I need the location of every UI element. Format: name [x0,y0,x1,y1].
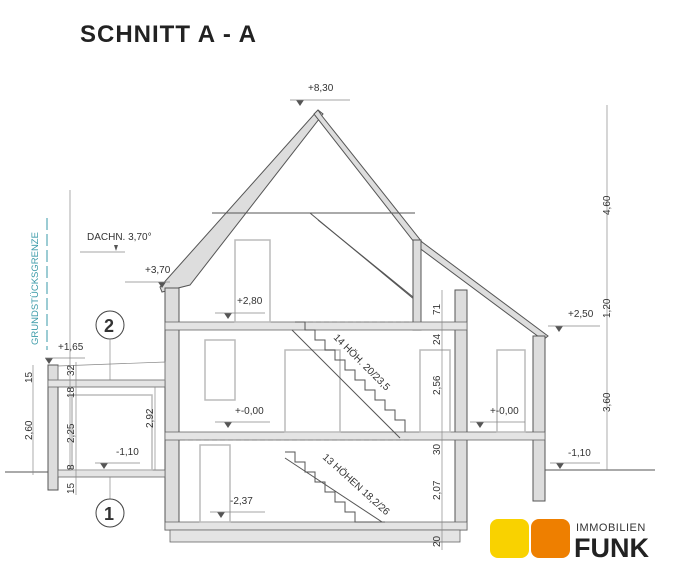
drawing-title: SCHNITT A - A [80,21,257,48]
level-triangle-icon [158,282,166,288]
logo-yellow-square [490,519,529,558]
dimension-label: 2,25 [66,423,77,443]
dimension-label: 4,60 [602,195,613,215]
level-triangle-icon [224,422,232,428]
level-terrain-right: -1,10 [568,448,591,459]
dimension-label: 8 [66,464,77,470]
marker-label: 2 [104,316,114,336]
upper-slab [164,321,468,331]
dimension-label: 2,07 [432,480,443,500]
ground-slab [164,431,546,441]
dimension-label: 30 [432,443,443,455]
dimension-label: 15 [24,371,35,383]
level-triangle-icon [217,512,225,518]
level-garage-roof: +1,65 [58,342,84,353]
level-basement: -2,37 [230,496,253,507]
door [419,349,451,433]
level-upper-floor: +2,80 [237,296,263,307]
marker-label: 1 [104,504,114,524]
level-triangle-icon [296,100,304,106]
upper-stair [291,321,406,439]
annex-wall [532,335,546,502]
level-markers: +8,30 +3,70 DACHN. 3,70° +2,80 +1,65 +2,… [45,83,600,518]
logo-orange-square [531,519,570,558]
dimension-label: 24 [432,333,443,345]
dimension-label: 2,56 [432,375,443,395]
level-triangle-icon [224,313,232,319]
level-triangle-icon [556,463,564,469]
level-triangle-icon [476,422,484,428]
level-ground-floor: +-0,00 [235,406,264,417]
foundation [169,529,461,543]
level-triangle-icon [100,463,108,469]
level-ground-floor-right: +-0,00 [490,406,519,417]
roof-pitch-label: DACHN. 3,70° [87,232,152,243]
logo-line2: FUNK [574,533,649,563]
door [496,349,526,433]
dimension-chain-right: 4,60 1,20 3,60 [602,105,613,470]
level-ridge: +8,30 [308,83,334,94]
pitch-arrow-icon [114,245,118,251]
property-line-label: GRUNDSTÜCKSGRENZE [30,232,41,345]
dimension-label: 32 [66,364,77,376]
door [199,444,231,523]
roof [159,109,549,341]
attic-door [234,239,271,323]
level-eave-right: +2,50 [568,309,594,320]
garage-floor [57,469,166,478]
level-triangle-icon [555,326,563,332]
section-marker-2: 2 [95,310,125,380]
dimension-label: 71 [432,303,443,315]
dimension-label: 1,20 [602,298,613,318]
level-eave-left: +3,70 [145,265,171,276]
dimension-label: 3,60 [602,392,613,412]
basement-slab [164,521,468,531]
garage-door [71,394,153,471]
immobilien-funk-logo: IMMOBILIEN FUNK [490,519,649,563]
dimension-label: 15 [66,482,77,494]
level-terrain-left: -1,10 [116,447,139,458]
dimension-label: 20 [432,535,443,547]
door [284,349,341,433]
garage-roof-slab [47,379,166,388]
garage-roof-edge [57,361,166,381]
window [204,339,236,401]
garage-wall [47,364,59,491]
lower-stair-label: 13 HÖHEN 18,2/26 [320,451,392,518]
dimension-label: 18 [66,386,77,398]
garage-height: 2,92 [145,408,156,428]
dimension-label: 2,60 [24,420,35,440]
dimension-chain-left: 15 2,60 32 18 2,25 8 15 2,92 [24,362,156,495]
lower-stair [284,451,385,523]
knee-wall [412,239,422,331]
section-marker-1: 1 [95,477,125,528]
dimension-chain-middle: 71 24 2,56 30 2,07 20 [432,290,443,550]
level-triangle-icon [45,358,53,364]
logo-line1: IMMOBILIEN [576,522,646,534]
